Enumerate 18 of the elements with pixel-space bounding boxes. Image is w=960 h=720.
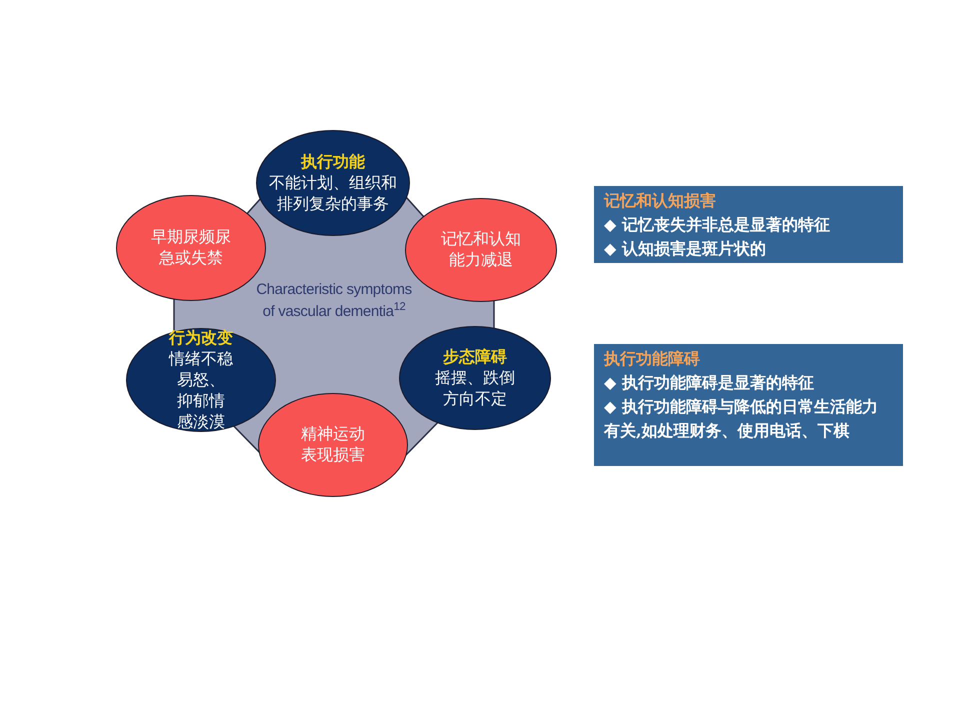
ellipse-text: 摇摆、跌倒方向不定 xyxy=(434,368,516,410)
ellipse-text: 精神运动表现损害 xyxy=(300,424,366,466)
ellipse-text: 情绪不稳易怒、抑郁情感淡漠 xyxy=(168,350,234,432)
info-panel xyxy=(594,344,903,466)
panel-heading: 执行功能障碍 xyxy=(604,348,701,370)
ellipse-text: 不能计划、组织和排列复杂的事务 xyxy=(268,174,398,214)
ellipse-text: 早期尿频尿急或失禁 xyxy=(150,228,232,269)
ellipse-heading: 步态障碍 xyxy=(443,347,507,368)
bullet-text: ◆ 认知损害是斑片状的 xyxy=(604,238,767,260)
center-label: Characteristic symptoms of vascular dementia$^{12}$ xyxy=(255,280,413,322)
bullet-text: ◆ 执行功能障碍是显著的特征 xyxy=(604,372,815,394)
ellipse-text: 记忆和认知能力减退 xyxy=(440,230,522,271)
bullet-text: ◆ 执行功能障碍与降低的日常生活能力有关,如处理财务、使用电话、下棋 xyxy=(604,396,879,442)
bullet-text: ◆ 记忆丧失并非总是显著的特征 xyxy=(604,214,831,236)
ellipse-heading: 行为改变 xyxy=(169,328,233,348)
panel-heading: 记忆和认知损害 xyxy=(604,190,717,212)
ellipse-heading: 执行功能 xyxy=(301,152,365,172)
info-panel xyxy=(594,186,903,263)
